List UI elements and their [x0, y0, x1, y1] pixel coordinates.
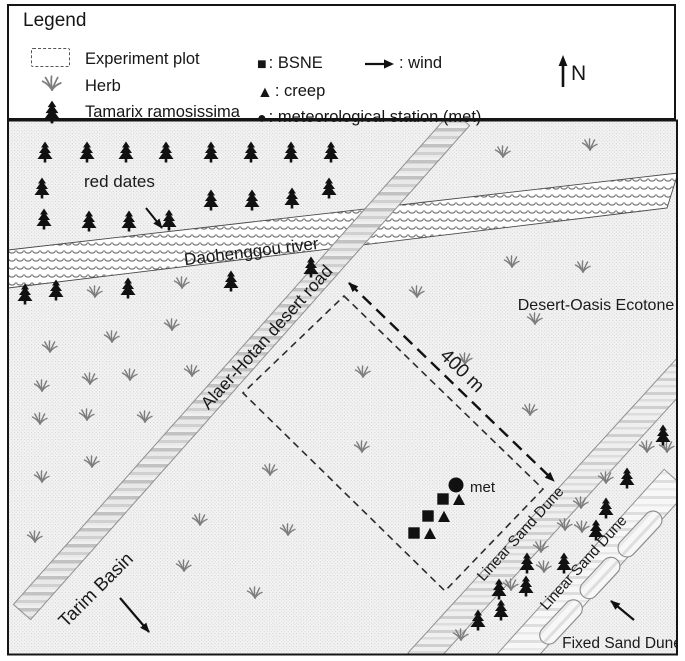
north-arrow-icon [558, 55, 568, 87]
north-indicator: N [555, 54, 586, 90]
fixed-dune-arrow [610, 600, 635, 621]
met-legend-label: : meteorological station (met) [268, 108, 482, 126]
herb-icon [41, 75, 62, 91]
fixed-sand-dune-shapes [539, 510, 663, 645]
north-label: N [571, 62, 587, 85]
alaer-hotan-road-band [12, 121, 471, 621]
daohenggou-river-band [8, 172, 677, 289]
experiment-plot-icon [31, 48, 70, 67]
met-station-marker [448, 477, 464, 493]
creep-triangle-icon: ▲ [257, 83, 273, 101]
legend-panel: Legend Experiment plot Herb Tamarix ramo… [7, 4, 676, 127]
experiment-plot-label: Experiment plot [85, 50, 200, 68]
red-dates-label: red dates [84, 172, 155, 191]
wind-label: : wind [399, 54, 443, 72]
bsne-square-icon: ■ [257, 55, 267, 73]
distance-400m-arrow [348, 282, 555, 482]
fixed-dune-label: Fixed Sand Dune [562, 635, 682, 652]
bsne-label: : BSNE [268, 54, 323, 72]
tamarix-icon [43, 100, 61, 124]
met-circle-icon: ● [257, 109, 267, 127]
ecotone-label: Desert-Oasis Ecotone [518, 297, 675, 314]
map-border [7, 119, 678, 656]
tamarix-label: Tamarix ramosissima [85, 103, 240, 121]
wind-arrow-icon [365, 58, 394, 69]
herb-label: Herb [85, 77, 121, 95]
red-dates-arrow [145, 207, 163, 229]
linear-sand-dune-band-2 [496, 468, 677, 654]
legend-title: Legend [23, 10, 87, 31]
creep-label: : creep [274, 82, 326, 100]
tarim-basin-arrow [119, 597, 150, 633]
met-label: met [470, 479, 496, 496]
linear-sand-dune-band-1 [407, 357, 677, 654]
